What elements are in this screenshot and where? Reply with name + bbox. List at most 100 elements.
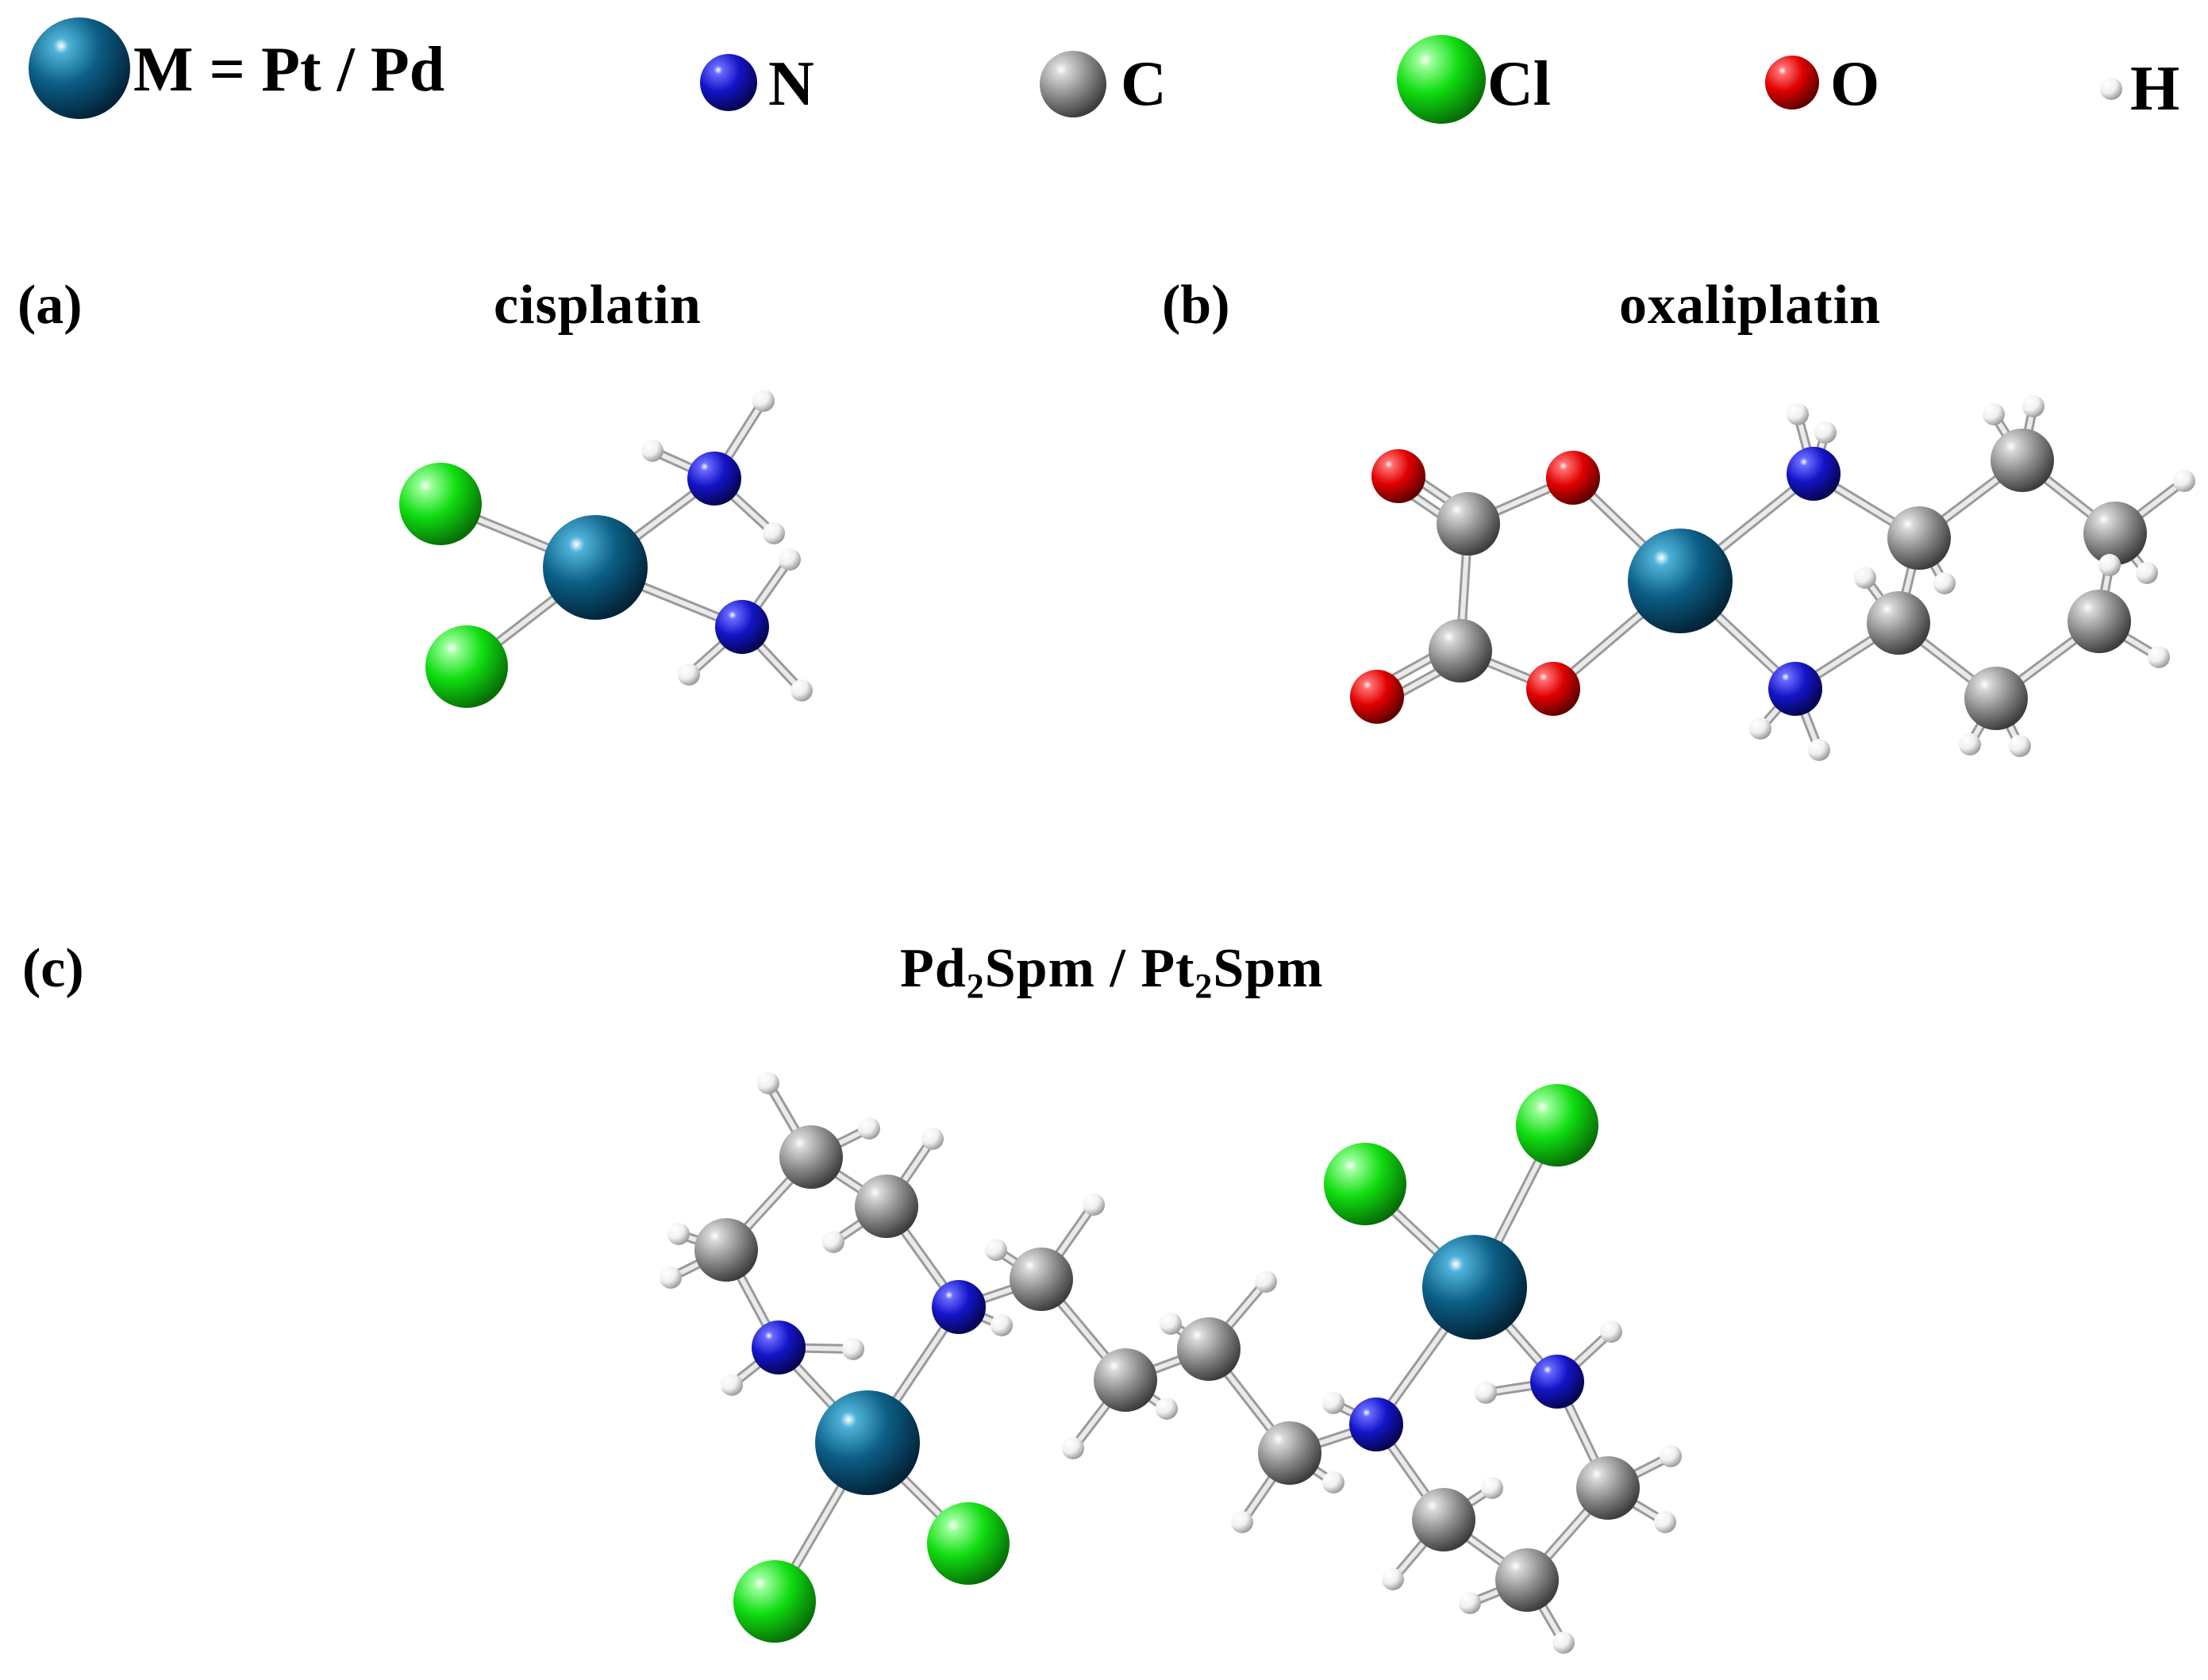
hydrogen-atom bbox=[991, 1314, 1013, 1336]
panel-c-title-subscript: 2 bbox=[966, 967, 985, 1005]
nitrogen-atom bbox=[687, 452, 741, 506]
hydrogen-atom bbox=[779, 548, 801, 571]
hydrogen-atom bbox=[667, 1223, 690, 1245]
chlorine-atom bbox=[1324, 1143, 1406, 1225]
legend-nitrogen-icon bbox=[700, 54, 757, 111]
metal-atom bbox=[815, 1390, 920, 1495]
hydrogen-atom bbox=[1322, 1392, 1344, 1414]
panel-c-letter: (c) bbox=[22, 938, 84, 999]
legend-oxygen-icon bbox=[1765, 56, 1819, 110]
hydrogen-atom bbox=[2009, 735, 2031, 757]
metal-atom bbox=[543, 515, 648, 620]
panel-a-title: cisplatin bbox=[494, 275, 702, 336]
legend-carbon-label: C bbox=[1121, 49, 1167, 119]
oxygen-atom bbox=[1546, 451, 1600, 505]
hydrogen-atom bbox=[1808, 739, 1830, 761]
hydrogen-atom bbox=[2136, 562, 2158, 584]
hydrogen-atom bbox=[1255, 1271, 1277, 1293]
nitrogen-atom bbox=[1349, 1397, 1403, 1451]
hydrogen-atom bbox=[921, 1128, 944, 1150]
hydrogen-atom bbox=[1854, 567, 1876, 589]
carbon-atom bbox=[1429, 619, 1492, 682]
oxygen-atom bbox=[1371, 449, 1425, 503]
hydrogen-atom bbox=[822, 1231, 844, 1253]
carbon-atom bbox=[855, 1174, 918, 1238]
hydrogen-atom bbox=[1983, 403, 2005, 425]
hydrogen-atom bbox=[1654, 1511, 1676, 1533]
panel-c-title-part: Spm bbox=[1213, 938, 1324, 999]
carbon-atom bbox=[1437, 492, 1500, 556]
hydrogen-atom bbox=[1231, 1511, 1253, 1533]
hydrogen-atom bbox=[1062, 1437, 1084, 1459]
legend-metal-label: M = Pt / Pd bbox=[133, 35, 445, 105]
hydrogen-atom bbox=[1660, 1445, 1682, 1467]
panel-b-letter: (b) bbox=[1162, 275, 1230, 336]
carbon-atom bbox=[1094, 1348, 1157, 1412]
legend-metal-icon bbox=[29, 17, 130, 119]
hydrogen-atom bbox=[757, 1072, 779, 1094]
legend-chlorine-icon bbox=[1397, 35, 1486, 124]
hydrogen-atom bbox=[1475, 1382, 1497, 1404]
nitrogen-atom bbox=[1787, 447, 1841, 501]
hydrogen-atom bbox=[2173, 470, 2195, 492]
carbon-atom bbox=[2068, 590, 2131, 653]
hydrogen-atom bbox=[1749, 717, 1771, 740]
legend-hydrogen-icon bbox=[2100, 78, 2122, 100]
hydrogen-atom bbox=[660, 1267, 682, 1289]
chlorine-atom bbox=[425, 625, 508, 708]
carbon-atom bbox=[779, 1125, 843, 1189]
hydrogen-atom bbox=[985, 1239, 1007, 1261]
legend-chlorine-label: Cl bbox=[1487, 49, 1551, 119]
legend-carbon-icon bbox=[1040, 51, 1106, 117]
carbon-atom bbox=[1177, 1317, 1241, 1381]
legend-oxygen-label: O bbox=[1830, 49, 1880, 119]
nitrogen-atom bbox=[1768, 662, 1822, 716]
hydrogen-atom bbox=[1787, 403, 1809, 425]
hydrogen-atom bbox=[1083, 1194, 1105, 1216]
panel-c-title: Pd2Spm / Pt2Spm bbox=[900, 941, 1324, 1004]
nitrogen-atom bbox=[932, 1280, 986, 1334]
hydrogen-atom bbox=[678, 663, 700, 686]
chlorine-atom bbox=[927, 1502, 1010, 1585]
legend-nitrogen-label: N bbox=[768, 49, 814, 119]
chlorine-atom bbox=[1516, 1084, 1598, 1167]
hydrogen-atom bbox=[1552, 1632, 1575, 1654]
hydrogen-atom bbox=[1382, 1568, 1404, 1590]
hydrogen-atom bbox=[1600, 1321, 1622, 1343]
carbon-atom bbox=[1576, 1456, 1640, 1520]
hydrogen-atom bbox=[1156, 1397, 1178, 1420]
carbon-atom bbox=[1887, 506, 1951, 570]
hydrogen-atom bbox=[1933, 572, 1956, 594]
carbon-atom bbox=[1412, 1488, 1475, 1551]
hydrogen-atom bbox=[1814, 421, 1837, 444]
hydrogen-atom bbox=[752, 390, 775, 412]
hydrogen-atom bbox=[1959, 733, 1981, 755]
panel-c-title-part: Pd bbox=[900, 938, 967, 999]
panel-c-title-subscript: 2 bbox=[1194, 967, 1214, 1005]
hydrogen-atom bbox=[721, 1374, 743, 1396]
chlorine-atom bbox=[733, 1560, 816, 1643]
hydrogen-atom bbox=[2148, 646, 2170, 668]
hydrogen-atom bbox=[858, 1117, 880, 1140]
metal-atom bbox=[1628, 529, 1733, 633]
carbon-atom bbox=[694, 1218, 758, 1282]
oxygen-atom bbox=[1350, 670, 1404, 724]
nitrogen-atom bbox=[752, 1321, 806, 1374]
carbon-atom bbox=[1991, 429, 2054, 492]
oxygen-atom bbox=[1526, 662, 1580, 716]
hydrogen-atom bbox=[842, 1338, 864, 1360]
chlorine-atom bbox=[399, 463, 482, 545]
hydrogen-atom bbox=[1322, 1471, 1344, 1494]
hydrogen-atom bbox=[2098, 554, 2121, 576]
panel-a-letter: (a) bbox=[17, 275, 83, 336]
nitrogen-atom bbox=[715, 600, 769, 654]
carbon-atom bbox=[1010, 1248, 1073, 1311]
carbon-atom bbox=[1495, 1548, 1559, 1612]
hydrogen-atom bbox=[763, 522, 785, 544]
hydrogen-atom bbox=[1160, 1313, 1182, 1335]
carbon-atom bbox=[1258, 1421, 1321, 1485]
carbon-atom bbox=[1964, 667, 2028, 730]
atoms-layer bbox=[29, 17, 2195, 1654]
panel-c-title-part: Spm / Pt bbox=[984, 938, 1195, 999]
